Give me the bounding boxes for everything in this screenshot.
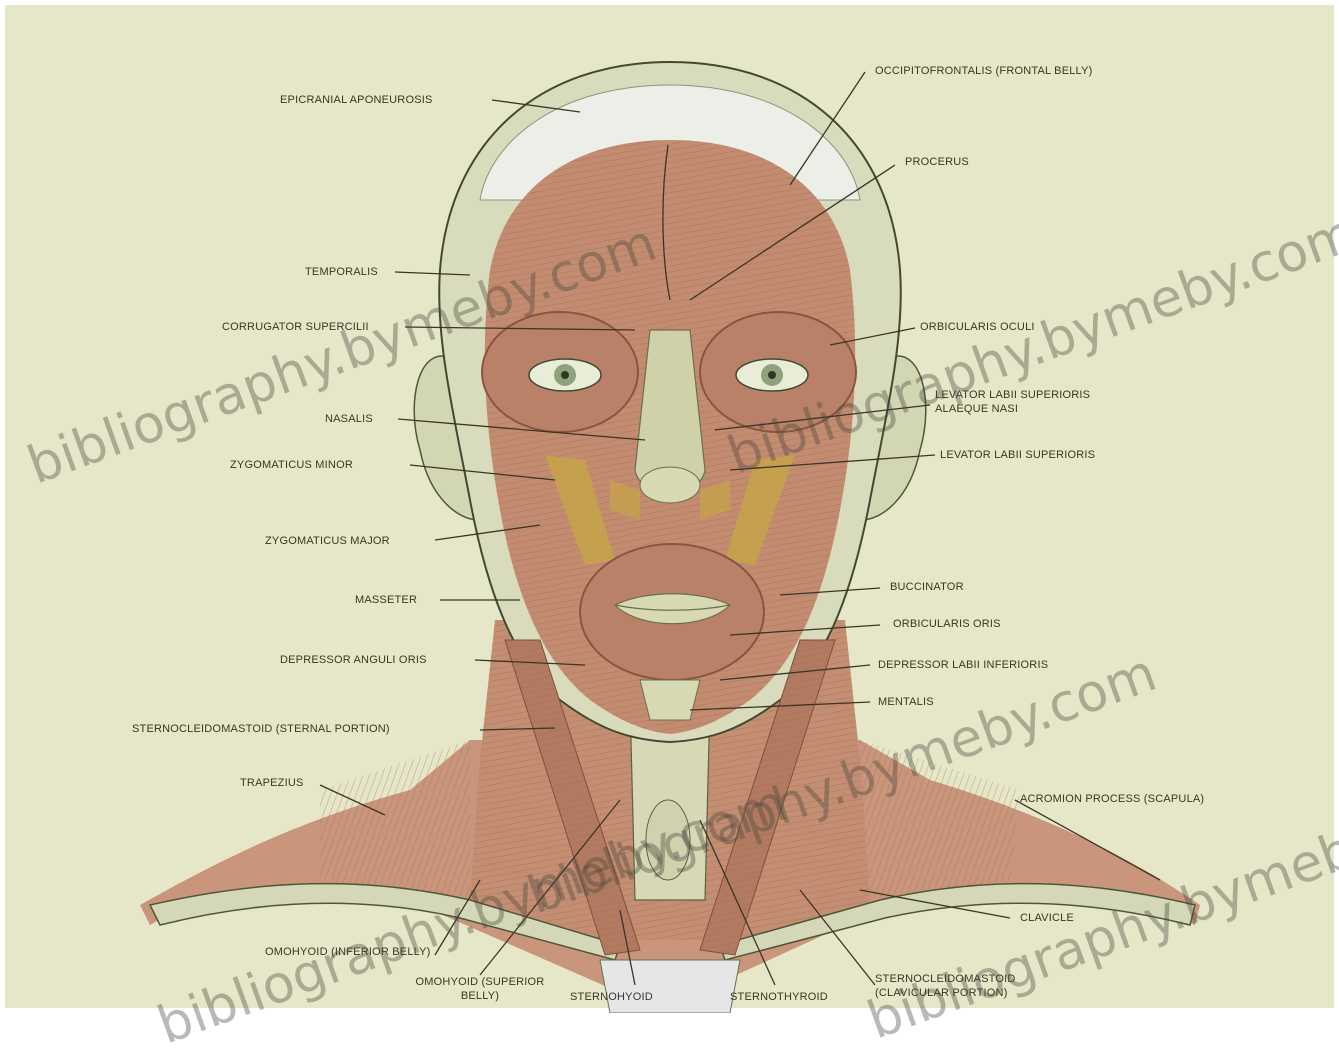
label-trapezius: TRAPEZIUS bbox=[240, 776, 304, 790]
label-nasalis: NASALIS bbox=[325, 412, 373, 426]
label-depressor-labii-inferioris: DEPRESSOR LABII INFERIORIS bbox=[878, 658, 1048, 672]
label-levator-labii-superioris: LEVATOR LABII SUPERIORIS bbox=[940, 448, 1095, 462]
label-sternothyroid: STERNOTHYROID bbox=[730, 990, 828, 1004]
label-omohyoid-inferior: OMOHYOID (INFERIOR BELLY) bbox=[265, 945, 431, 959]
label-procerus: PROCERUS bbox=[905, 155, 969, 169]
label-sternohyoid: STERNOHYOID bbox=[570, 990, 653, 1004]
label-acromion-process: ACROMION PROCESS (SCAPULA) bbox=[1020, 792, 1204, 806]
label-sternocleidomastoid-clavicular: STERNOCLEIDOMASTOID (CLAVICULAR PORTION) bbox=[875, 972, 1065, 1000]
anatomy-figure: EPICRANIAL APONEUROSIS OCCIPITOFRONTALIS… bbox=[0, 0, 1339, 1013]
label-buccinator: BUCCINATOR bbox=[890, 580, 964, 594]
label-zygomaticus-major: ZYGOMATICUS MAJOR bbox=[265, 534, 390, 548]
label-epicranial-aponeurosis: EPICRANIAL APONEUROSIS bbox=[280, 93, 433, 107]
label-levator-labii-alaeque: LEVATOR LABII SUPERIORIS ALAEQUE NASI bbox=[935, 388, 1145, 416]
label-temporalis: TEMPORALIS bbox=[305, 265, 378, 279]
label-orbicularis-oculi: ORBICULARIS OCULI bbox=[920, 320, 1035, 334]
mentalis bbox=[640, 680, 700, 720]
label-omohyoid-superior: OMOHYOID (SUPERIOR BELLY) bbox=[405, 975, 555, 1003]
label-orbicularis-oris: ORBICULARIS ORIS bbox=[893, 617, 1001, 631]
sternum bbox=[600, 960, 740, 1013]
label-zygomaticus-minor: ZYGOMATICUS MINOR bbox=[230, 458, 353, 472]
label-clavicle: CLAVICLE bbox=[1020, 911, 1074, 925]
head-neck-muscle-illustration bbox=[0, 0, 1339, 1013]
label-depressor-anguli-oris: DEPRESSOR ANGULI ORIS bbox=[280, 653, 427, 667]
label-mentalis: MENTALIS bbox=[878, 695, 934, 709]
label-occipitofrontalis-frontal: OCCIPITOFRONTALIS (FRONTAL BELLY) bbox=[875, 64, 1092, 78]
label-corrugator-supercilii: CORRUGATOR SUPERCILII bbox=[222, 320, 369, 334]
label-sternocleidomastoid-sternal: STERNOCLEIDOMASTOID (STERNAL PORTION) bbox=[132, 722, 390, 736]
label-masseter: MASSETER bbox=[355, 593, 417, 607]
